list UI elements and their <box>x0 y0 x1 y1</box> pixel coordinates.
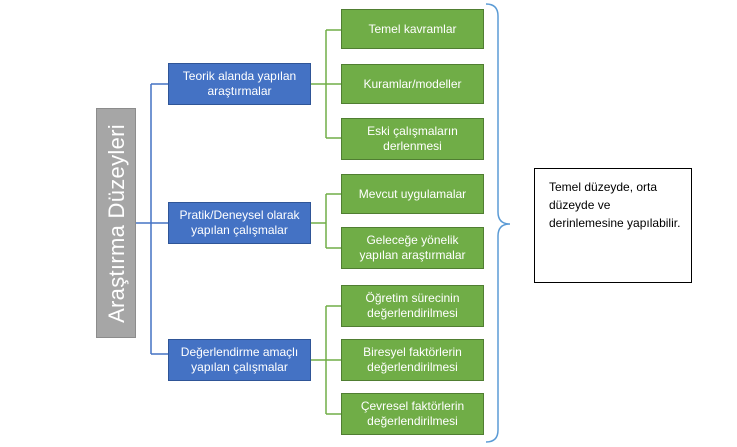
item-node-teaching-process-evaluation: Öğretim sürecinin değerlendirilmesi <box>341 285 484 327</box>
item-node-current-practices: Mevcut uygulamalar <box>341 174 484 214</box>
root-label: Araştırma Düzeyleri <box>103 123 129 323</box>
item-node-basic-concepts: Temel kavramlar <box>341 9 484 49</box>
item-node-review-old-studies: Eski çalışmaların derlenmesi <box>341 118 484 160</box>
level-node-evaluation: Değerlendirme amaçlı yapılan çalışmalar <box>168 339 311 381</box>
level-node-practical: Pratik/Deneysel olarak yapılan çalışmala… <box>168 202 311 244</box>
item-node-environmental-factors-evaluation: Çevresel faktörlerin değerlendirilmesi <box>341 393 484 435</box>
level-2-connectors <box>311 193 341 249</box>
note-text: Temel düzeyde, orta düzeyde ve derinleme… <box>549 180 681 230</box>
level-1-connectors <box>311 29 341 139</box>
level-node-theoretical: Teorik alanda yapılan araştırmalar <box>168 63 311 105</box>
item-node-theories-models: Kuramlar/modeller <box>341 64 484 104</box>
item-node-individual-factors-evaluation: Biresyel faktörlerin değerlendirilmesi <box>341 339 484 381</box>
item-node-future-research: Geleceğe yönelik yapılan araştırmalar <box>341 227 484 269</box>
curly-brace <box>485 3 511 443</box>
root-node: Araştırma Düzeyleri <box>96 108 136 338</box>
root-connectors <box>136 83 168 355</box>
level-3-connectors <box>311 305 341 415</box>
note-box: Temel düzeyde, orta düzeyde ve derinleme… <box>534 168 692 283</box>
